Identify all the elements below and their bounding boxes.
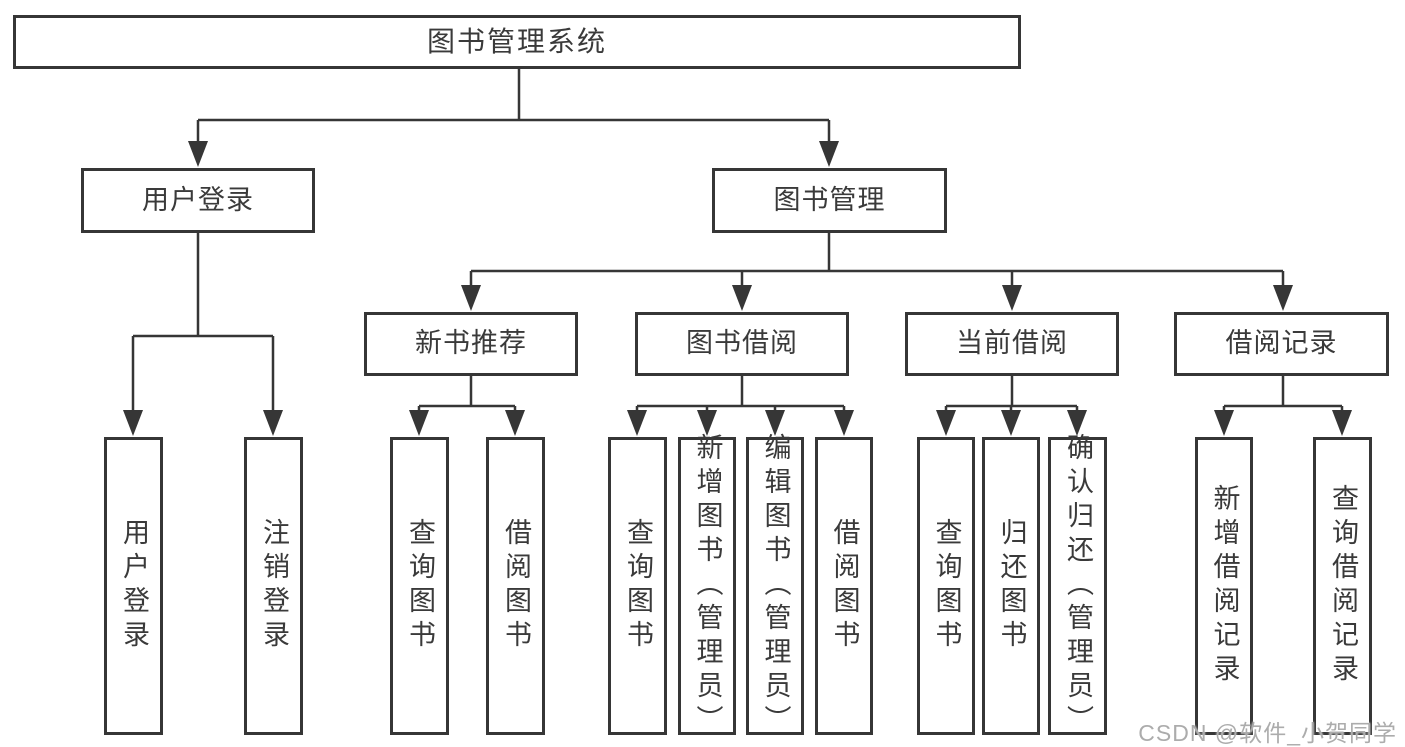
node-leaf-confirm-return-admin: 确认归还（管理员） bbox=[1048, 433, 1107, 739]
node-library-management-system: 图书管理系统 bbox=[13, 15, 1021, 69]
node-leaf-query-books-3: 查询图书 bbox=[917, 437, 975, 735]
node-leaf-logout: 注销登录 bbox=[244, 437, 303, 735]
node-user-login: 用户登录 bbox=[81, 168, 315, 233]
node-book-borrowing: 图书借阅 bbox=[635, 312, 849, 376]
node-leaf-return-books: 归还图书 bbox=[982, 437, 1040, 735]
node-leaf-query-books-2: 查询图书 bbox=[608, 437, 667, 735]
node-borrowing-records: 借阅记录 bbox=[1174, 312, 1389, 376]
node-leaf-edit-book-admin: 编辑图书（管理员） bbox=[746, 433, 804, 739]
node-leaf-borrow-books-1: 借阅图书 bbox=[486, 437, 545, 735]
node-leaf-add-book-admin: 新增图书（管理员） bbox=[678, 433, 736, 739]
csdn-watermark: CSDN @软件_小贺同学 bbox=[1138, 720, 1397, 746]
node-book-management: 图书管理 bbox=[712, 168, 947, 233]
node-leaf-query-borrow-record: 查询借阅记录 bbox=[1313, 437, 1372, 735]
node-current-borrowing: 当前借阅 bbox=[905, 312, 1119, 376]
node-leaf-borrow-books-2: 借阅图书 bbox=[815, 437, 873, 735]
node-leaf-add-borrow-record: 新增借阅记录 bbox=[1195, 437, 1253, 735]
node-leaf-query-books-1: 查询图书 bbox=[390, 437, 449, 735]
node-new-book-recommendation: 新书推荐 bbox=[364, 312, 578, 376]
node-leaf-user-login: 用户登录 bbox=[104, 437, 163, 735]
